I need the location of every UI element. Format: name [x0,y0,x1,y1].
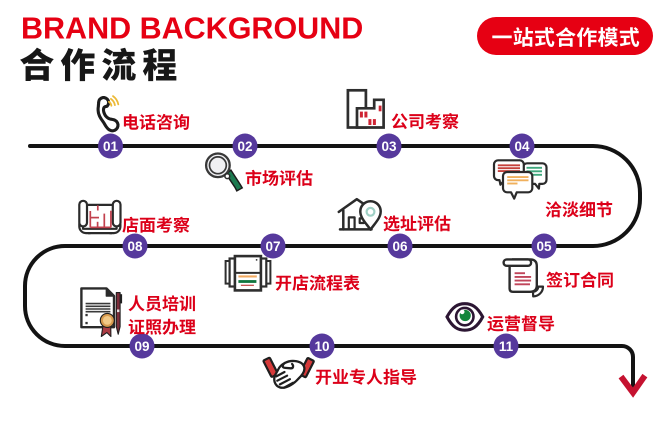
svg-text:11: 11 [499,339,514,354]
svg-text:01: 01 [103,139,119,154]
svg-text:04: 04 [514,139,530,154]
svg-text:06: 06 [392,239,408,254]
svg-text:08: 08 [127,239,143,254]
svg-text:10: 10 [314,339,329,354]
svg-text:05: 05 [536,239,552,254]
svg-text:07: 07 [265,239,280,254]
svg-text:BRAND BACKGROUND: BRAND BACKGROUND [21,12,363,46]
svg-text:03: 03 [381,139,397,154]
svg-text:09: 09 [134,339,149,354]
svg-text:02: 02 [237,139,252,154]
